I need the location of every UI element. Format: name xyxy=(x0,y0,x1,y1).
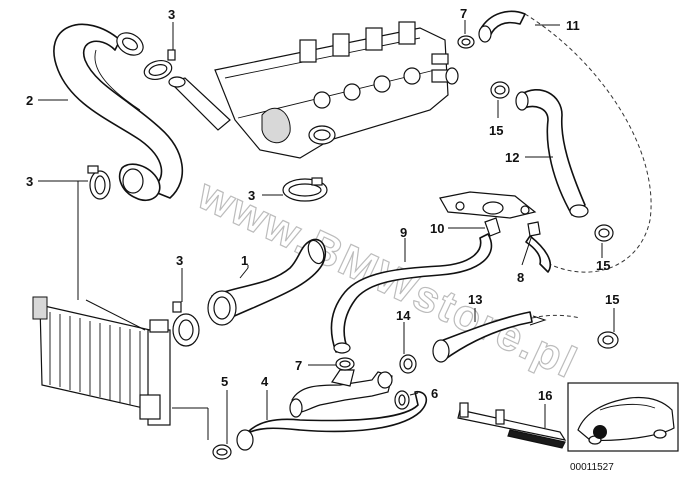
hose-clamp-small-top xyxy=(457,35,475,49)
flow-arrow xyxy=(529,315,547,326)
return-hose-4 xyxy=(236,390,428,451)
hose-clamp-15-right xyxy=(594,224,614,242)
callout-numbers: 3 2 3 3 1 3 7 11 15 12 10 8 9 15 15 13 1… xyxy=(26,6,619,403)
callout-7-lower: 7 xyxy=(295,358,302,373)
callout-3-lower: 3 xyxy=(176,253,183,268)
callout-3-center: 3 xyxy=(248,188,255,203)
callout-16: 16 xyxy=(538,388,552,403)
callout-2: 2 xyxy=(26,93,33,108)
cable-tie-16 xyxy=(457,402,567,449)
hose-clamp-6 xyxy=(394,390,410,410)
head-outlet-pipes xyxy=(431,53,459,85)
hose-clamp-lower xyxy=(172,301,200,347)
hose-clamp-7-lower xyxy=(335,357,355,371)
hose-clamp-top xyxy=(143,49,176,81)
callout-7-top: 7 xyxy=(460,6,467,21)
callout-3-top: 3 xyxy=(168,7,175,22)
coolant-hose-13 xyxy=(432,311,533,363)
callout-15-top: 15 xyxy=(489,123,503,138)
lower-radiator-hose xyxy=(207,238,327,326)
callout-11: 11 xyxy=(566,18,580,33)
callout-12: 12 xyxy=(505,150,519,165)
hose-end-8 xyxy=(525,235,552,273)
hose-clamp-center xyxy=(282,177,328,202)
callout-3-left: 3 xyxy=(26,174,33,189)
radiator xyxy=(32,296,171,426)
reference-number: 00011527 xyxy=(570,462,614,473)
callout-14: 14 xyxy=(396,308,411,323)
heater-hose-small xyxy=(478,10,526,43)
hose-13-routing xyxy=(531,314,581,319)
callout-1: 1 xyxy=(241,253,248,268)
location-marker-icon xyxy=(593,425,607,439)
callout-4: 4 xyxy=(261,374,269,389)
leader-lines xyxy=(38,20,615,444)
upper-radiator-hose xyxy=(53,23,184,202)
callout-8: 8 xyxy=(517,270,524,285)
cylinder-head xyxy=(168,21,449,159)
coolant-hose-9 xyxy=(330,233,493,354)
callout-5: 5 xyxy=(221,374,228,389)
callout-9: 9 xyxy=(400,225,407,240)
water-flange xyxy=(439,191,541,237)
callout-6: 6 xyxy=(431,386,438,401)
hose-routing-line xyxy=(524,13,652,273)
callout-15-right: 15 xyxy=(596,258,610,273)
hose-clamp-15-lower xyxy=(597,331,619,349)
callout-15-lower: 15 xyxy=(605,292,619,307)
callout-10: 10 xyxy=(430,221,444,236)
hose-clamp-15-top xyxy=(490,81,510,99)
callout-13: 13 xyxy=(468,292,482,307)
hose-clamp-left xyxy=(87,165,111,200)
bypass-hose xyxy=(515,89,589,218)
hose-clamp-14 xyxy=(399,354,417,374)
vehicle-inset xyxy=(567,382,679,452)
hose-clamp-5 xyxy=(212,444,232,460)
pipe-assembly xyxy=(289,369,393,418)
